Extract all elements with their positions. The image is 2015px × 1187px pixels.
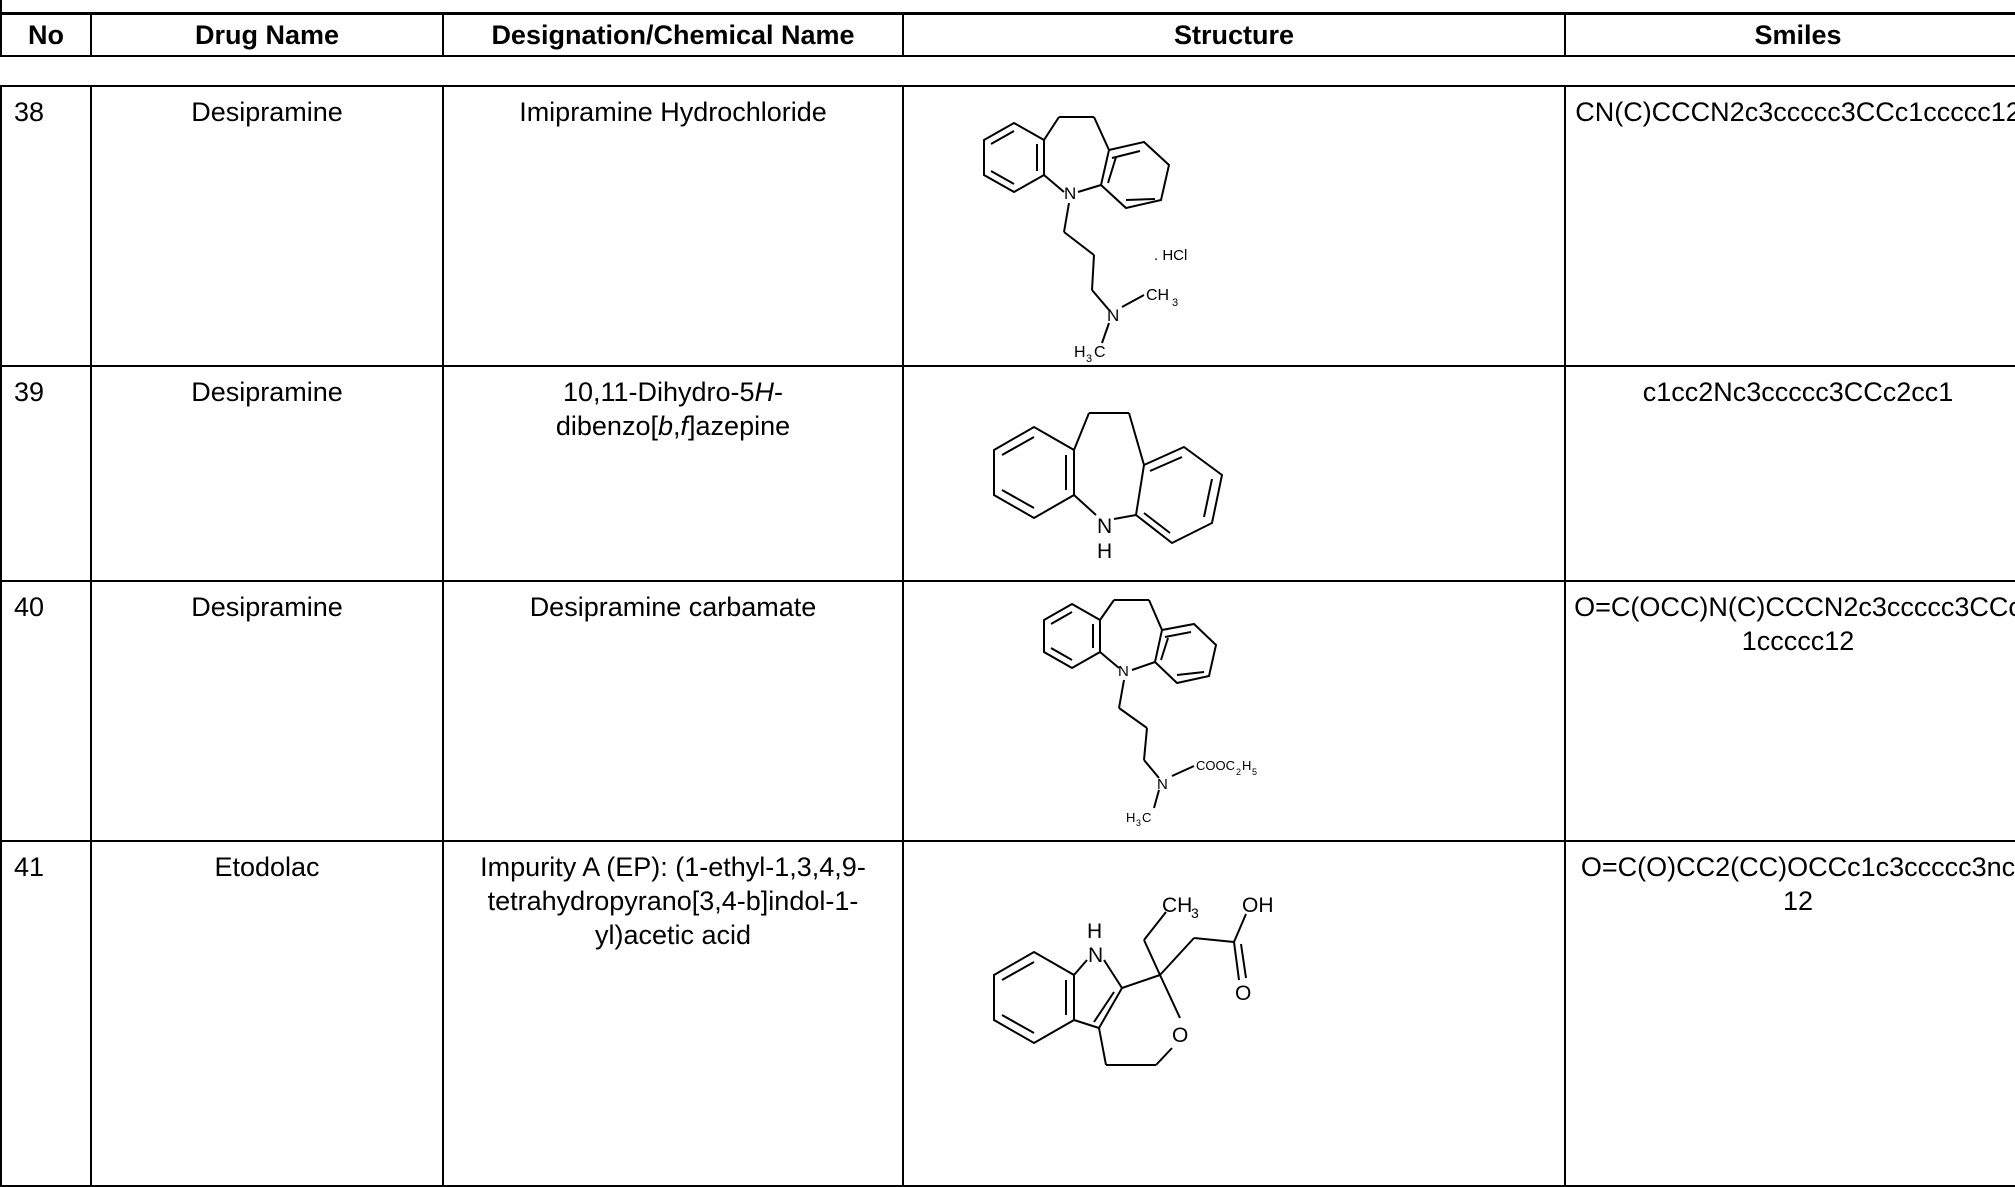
h3c-sub: 3 (1136, 818, 1141, 828)
row-structure: N H (902, 365, 1566, 582)
ch3-sub: 3 (1191, 905, 1199, 921)
h-label: H (1097, 540, 1112, 563)
ch3-label: CH (1146, 287, 1169, 304)
n2-label: N (1107, 306, 1119, 325)
ch3-sub: 3 (1172, 297, 1178, 309)
row-drug-name: Etodolac (90, 840, 444, 1187)
n2-label: N (1157, 776, 1168, 793)
cooc-sub: 2 (1236, 767, 1241, 777)
row-smiles: O=C(OCC)N(C)CCCN2c3ccccc3CCc1ccccc12 (1564, 580, 2015, 842)
etodolac-impurity-a-structure: H N CH 3 OH O O (993, 894, 1274, 1066)
table-row: 41 Etodolac Impurity A (EP): (1-ethyl-1,… (0, 840, 2015, 1187)
row-designation: 10,11-Dihydro-5H-dibenzo[b,f]azepine (442, 365, 904, 582)
row-drug-name: Desipramine (90, 85, 444, 367)
h-label: H (1087, 920, 1102, 943)
row-drug-name: Desipramine (90, 580, 444, 842)
drug-table: 38 Desipramine Imipramine Hydrochloride (0, 85, 2015, 1187)
row-no: 40 (0, 580, 92, 842)
row-drug-name: Desipramine (90, 365, 444, 582)
header-smiles: Smiles (1564, 13, 2015, 57)
designation-italic-b: b (657, 411, 673, 441)
designation-italic-f: f (680, 411, 689, 441)
row-no: 39 (0, 365, 92, 582)
cooc-label: COOC (1196, 758, 1235, 773)
o-ring-label: O (1172, 1024, 1188, 1047)
row-designation: Impurity A (EP): (1-ethyl-1,3,4,9-tetrah… (442, 840, 904, 1187)
o-carbonyl-label: O (1235, 982, 1251, 1005)
row-no: 41 (0, 840, 92, 1187)
row-designation: Desipramine carbamate (442, 580, 904, 842)
h3c-label-h: H (1126, 810, 1135, 825)
desipramine-carbamate-structure: N N COOC 2 H 5 H 3 C (1043, 599, 1257, 828)
designation-text: , (673, 411, 681, 441)
table-row: 39 Desipramine 10,11-Dihydro-5H-dibenzo[… (0, 365, 2015, 582)
table-header: No Drug Name Designation/Chemical Name S… (0, 13, 2015, 57)
dihydrodibenzazepine-structure: N H (993, 412, 1224, 563)
header-designation: Designation/Chemical Name (442, 13, 904, 57)
header-drug-name: Drug Name (90, 13, 444, 57)
table-row: 40 Desipramine Desipramine carbamate (0, 580, 2015, 842)
hcl-label: . HCl (1154, 247, 1187, 264)
oh-label: OH (1242, 894, 1274, 917)
row-smiles: CN(C)CCCN2c3ccccc3CCc1ccccc12 (1564, 85, 2015, 367)
cooc-h: H (1242, 758, 1251, 773)
row-structure: N . HCl N CH 3 H 3 C (902, 85, 1566, 367)
h3c-label-h: H (1074, 344, 1086, 361)
n-label: N (1088, 944, 1103, 967)
header-no: No (0, 13, 92, 57)
table-row: 38 Desipramine Imipramine Hydrochloride (0, 85, 2015, 367)
row-smiles: O=C(O)CC2(CC)OCCc1c3ccccc3nc12 (1564, 840, 2015, 1187)
row-designation: Imipramine Hydrochloride (442, 85, 904, 367)
n-label: N (1064, 184, 1076, 203)
h3c-sub: 3 (1086, 353, 1092, 365)
row-smiles: c1cc2Nc3ccccc3CCc2cc1 (1564, 365, 2015, 582)
row-structure: N N COOC 2 H 5 H 3 C (902, 580, 1566, 842)
designation-text: -dibenzo[ (555, 377, 784, 441)
row-no: 38 (0, 85, 92, 367)
cooc-sub5: 5 (1252, 767, 1257, 777)
header-row: No Drug Name Designation/Chemical Name S… (0, 13, 2015, 57)
designation-text: 10,11-Dihydro-5 (562, 377, 755, 407)
n-label: N (1097, 515, 1112, 538)
designation-italic-h: H (754, 377, 775, 407)
row-structure: H N CH 3 OH O O (902, 840, 1566, 1187)
h3c-label-c: C (1094, 344, 1106, 361)
designation-text: ]azepine (688, 411, 791, 441)
top-border (0, 0, 2015, 14)
ch3-label: CH (1162, 894, 1192, 917)
imipramine-hcl-structure: N . HCl N CH 3 H 3 C (983, 116, 1187, 365)
header-structure: Structure (902, 13, 1566, 57)
h3c-label-c: C (1142, 810, 1151, 825)
n-label: N (1118, 663, 1129, 680)
